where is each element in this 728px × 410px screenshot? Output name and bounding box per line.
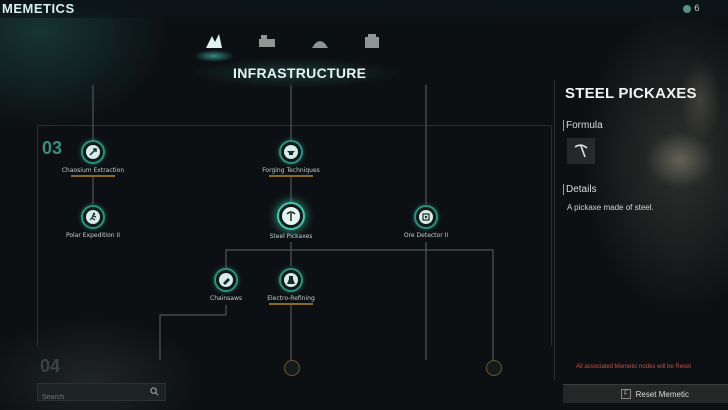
- locked-node[interactable]: [284, 360, 300, 376]
- runner-icon: [89, 212, 97, 221]
- formula-item[interactable]: [567, 138, 595, 164]
- anvil-icon: [287, 151, 295, 155]
- node-electro-refining[interactable]: Electro-Refining: [246, 268, 336, 305]
- search-icon[interactable]: [150, 387, 159, 396]
- locked-node[interactable]: [486, 360, 502, 376]
- creature-artwork: [600, 40, 728, 240]
- node-label: Chainsaws: [210, 295, 242, 302]
- currency-counter: 6: [683, 4, 700, 14]
- node-label: Steel Pickaxes: [269, 233, 313, 240]
- node-label: Ore Detector II: [403, 232, 449, 239]
- progress-bar: [269, 175, 313, 177]
- reset-label: Reset Memetic: [635, 389, 689, 399]
- section-glow: [190, 58, 400, 88]
- infrastructure-icon: [206, 34, 222, 48]
- detail-title: STEEL PICKAXES: [565, 85, 697, 102]
- progress-bar: [71, 175, 115, 177]
- currency-value: 6: [694, 4, 700, 14]
- detail-description: A pickaxe made of steel.: [567, 203, 654, 212]
- node-forging-techniques[interactable]: Forging Techniques: [246, 140, 336, 177]
- pickaxe-icon: [574, 144, 588, 158]
- node-label: Chaosium Extraction: [61, 167, 125, 174]
- node-label: Forging Techniques: [262, 167, 320, 174]
- chainsaw-icon: [223, 278, 230, 285]
- node-chaosium-extraction[interactable]: Chaosium Extraction: [48, 140, 138, 177]
- pickaxe-icon: [286, 211, 296, 221]
- tab-farming[interactable]: [308, 30, 332, 54]
- detector-icon: [422, 213, 430, 221]
- top-bar: MEMETICS 6: [0, 0, 728, 18]
- node-label: Electro-Refining: [267, 295, 315, 302]
- memetic-point-icon: [683, 5, 691, 13]
- tab-building[interactable]: [360, 30, 384, 54]
- tab-infrastructure[interactable]: [194, 30, 234, 62]
- refining-icon: [287, 276, 295, 284]
- workbench-icon: [259, 35, 275, 47]
- category-tabs: [194, 30, 390, 62]
- farming-icon: [312, 41, 328, 48]
- node-label: Polar Expedition II: [65, 232, 121, 239]
- key-hint: F: [621, 389, 631, 399]
- tab-workbench[interactable]: [255, 30, 279, 54]
- extraction-icon: [89, 148, 97, 156]
- tier-frame: [37, 125, 552, 346]
- search-box[interactable]: [37, 383, 166, 405]
- search-input[interactable]: [38, 390, 142, 405]
- details-heading: Details: [563, 184, 597, 195]
- node-ore-detector[interactable]: Ore Detector II: [381, 205, 471, 239]
- reset-warning: All associated Memetic nodes will be Res…: [576, 364, 692, 370]
- building-icon: [365, 34, 379, 48]
- tier-label-04: 04: [40, 356, 61, 376]
- tier-label-03: 03: [42, 138, 63, 158]
- node-polar-expedition[interactable]: Polar Expedition II: [48, 205, 138, 239]
- progress-bar: [269, 303, 313, 305]
- reset-memetic-button[interactable]: F Reset Memetic: [563, 384, 728, 403]
- node-chainsaws[interactable]: Chainsaws: [181, 268, 271, 302]
- node-steel-pickaxes[interactable]: Steel Pickaxes: [246, 202, 336, 240]
- formula-heading: Formula: [563, 120, 603, 131]
- section-title: INFRASTRUCTURE: [233, 65, 367, 81]
- detail-panel: STEEL PICKAXES Formula Details A pickaxe…: [554, 80, 728, 380]
- page-title: MEMETICS: [2, 1, 75, 16]
